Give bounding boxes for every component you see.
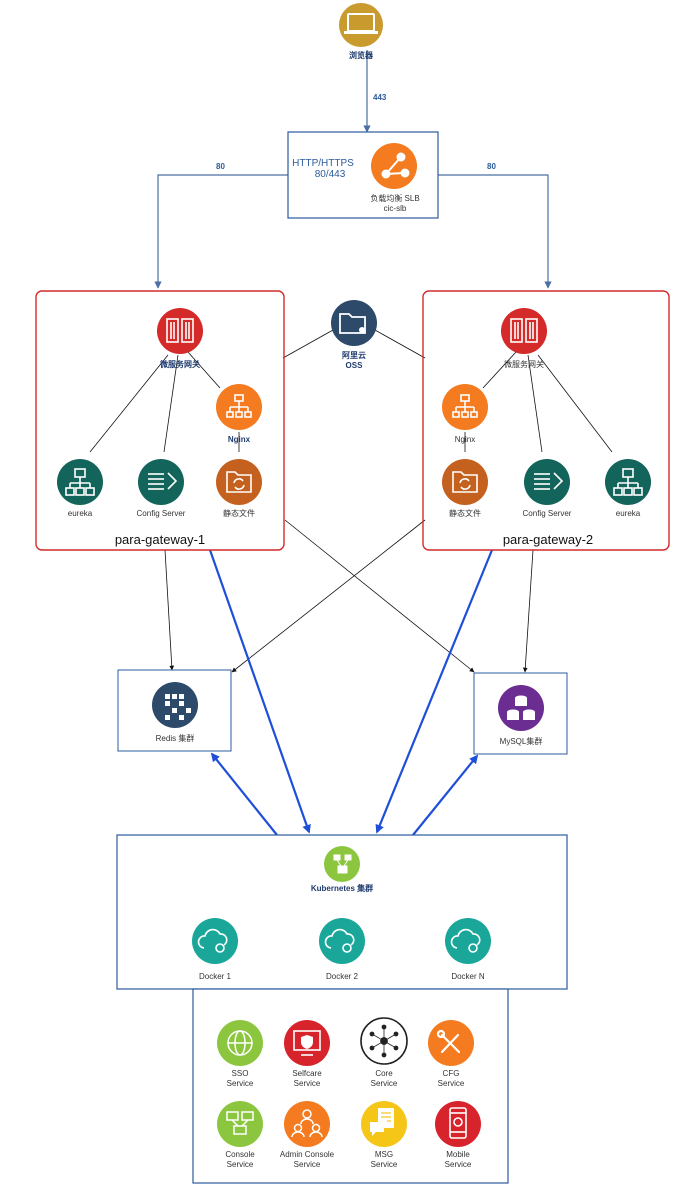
edge-gw2-mysql xyxy=(522,549,534,673)
docker-icon xyxy=(192,918,238,964)
mobile-icon xyxy=(435,1101,481,1147)
static-1-label: 静态文件 xyxy=(223,508,255,518)
redis-label: Redis 集群 xyxy=(156,733,195,743)
redis-node: Redis 集群 xyxy=(117,669,232,752)
slb-name: 负载均衡 SLB xyxy=(370,193,419,203)
database-icon xyxy=(498,685,544,731)
service-console-line2: Service xyxy=(227,1160,254,1169)
slb-ports: 80/443 xyxy=(315,169,346,180)
docker-n: Docker N xyxy=(445,918,491,981)
browser-icon xyxy=(339,3,383,47)
gateway-1-title: para-gateway-1 xyxy=(115,532,205,547)
docker-n-label: Docker N xyxy=(451,972,485,981)
edge-gw2-eureka xyxy=(537,354,613,453)
gateway-icon xyxy=(157,308,203,354)
slb-protocol: HTTP/HTTPS xyxy=(292,158,354,169)
service-sso-line2: Service xyxy=(227,1079,254,1088)
gateway-1-box xyxy=(35,290,285,551)
static-files-icon xyxy=(442,459,488,505)
edge-gw2-config xyxy=(527,354,543,453)
edge-gw2-redis xyxy=(231,519,426,673)
docker-2: Docker 2 xyxy=(319,918,365,981)
config-server-icon xyxy=(138,459,184,505)
kubernetes-group: Kubernetes 集群 Docker 1 Docker 2 Docker N xyxy=(116,834,568,990)
redis-icon xyxy=(152,682,198,728)
browser-node: 浏览器 xyxy=(339,3,383,60)
edge-slb-gateway1 xyxy=(154,174,288,289)
gateway-2-group: 微服务网关 Nginx 静态文件 Config Server xyxy=(422,290,670,551)
oss-label-1: 阿里云 xyxy=(342,351,366,360)
docker-icon xyxy=(319,918,365,964)
service-sso-line1: SSO xyxy=(232,1069,249,1078)
gateway-icon xyxy=(501,308,547,354)
gateway-2-box xyxy=(422,290,670,551)
edge-oss-gateway1 xyxy=(282,329,334,359)
gateway-2-title: para-gateway-2 xyxy=(503,532,593,547)
slb-id: cic-slb xyxy=(384,204,407,213)
gateway-1-label: 微服务网关 xyxy=(159,359,200,369)
static-2-label: 静态文件 xyxy=(449,508,481,518)
edge-gw1-redis xyxy=(164,549,175,671)
oss-node: 阿里云 OSS xyxy=(331,300,377,370)
port-label-80-right: 80 xyxy=(487,162,496,171)
mysql-node: MySQL集群 xyxy=(473,672,568,755)
edge-gw1-mysql xyxy=(284,519,475,673)
docker-1-label: Docker 1 xyxy=(199,972,232,981)
services-group: SSO Service Selfcare Service Core Servic… xyxy=(192,988,509,1184)
port-label-80-left: 80 xyxy=(216,162,225,171)
service-admin-line1: Admin Console xyxy=(280,1150,335,1159)
slb-node: HTTP/HTTPS 80/443 负载均衡 SLB cic-slb xyxy=(287,131,439,219)
service-msg-line1: MSG xyxy=(375,1150,393,1159)
service-mobile-line1: Mobile xyxy=(446,1150,470,1159)
kubernetes-icon xyxy=(324,846,360,882)
edge-gw2-k8s xyxy=(375,549,494,834)
gateway-2-label: 微服务网关 xyxy=(504,359,544,369)
edge-gw1-config xyxy=(163,354,179,453)
docker-icon xyxy=(445,918,491,964)
edge-k8s-redis xyxy=(210,752,278,836)
config-server-icon xyxy=(524,459,570,505)
service-core-line1: Core xyxy=(375,1069,393,1078)
service-selfcare-line1: Selfcare xyxy=(292,1069,322,1078)
service-console-line1: Console xyxy=(225,1150,255,1159)
eureka-2-label: eureka xyxy=(616,509,641,518)
edge-gw1-k8s xyxy=(208,549,311,834)
docker-1: Docker 1 xyxy=(192,918,238,981)
static-files-icon xyxy=(216,459,262,505)
service-cfg-line1: CFG xyxy=(443,1069,460,1078)
edge-slb-gateway2 xyxy=(437,174,552,289)
browser-label: 浏览器 xyxy=(349,50,374,60)
service-msg-line2: Service xyxy=(371,1160,398,1169)
config-2-label: Config Server xyxy=(523,509,572,518)
eureka-1-label: eureka xyxy=(68,509,93,518)
gateway-1-group: 微服务网关 Nginx eureka Config Server xyxy=(35,290,285,551)
service-cfg-line2: Service xyxy=(438,1079,465,1088)
cloud-storage-icon xyxy=(331,300,377,346)
users-icon xyxy=(284,1101,330,1147)
computers-icon xyxy=(217,1101,263,1147)
edge-oss-gateway2 xyxy=(374,329,426,359)
service-admin-line2: Service xyxy=(294,1160,321,1169)
service-selfcare-line2: Service xyxy=(294,1079,321,1088)
kubernetes-label: Kubernetes 集群 xyxy=(311,883,373,893)
mysql-label: MySQL集群 xyxy=(500,736,543,746)
nginx-1-label: Nginx xyxy=(228,435,251,444)
edge-gw2-nginx xyxy=(482,351,517,389)
edge-k8s-mysql xyxy=(412,754,479,836)
oss-label-2: OSS xyxy=(346,361,364,370)
nginx-2-label: Nginx xyxy=(455,435,475,444)
config-1-label: Config Server xyxy=(137,509,186,518)
service-core-line2: Service xyxy=(371,1079,398,1088)
edge-gw1-eureka xyxy=(89,354,169,453)
port-label-443: 443 xyxy=(373,93,387,102)
service-mobile-line2: Service xyxy=(445,1160,472,1169)
docker-2-label: Docker 2 xyxy=(326,972,359,981)
slb-box xyxy=(287,131,439,219)
edge-gw1-nginx xyxy=(187,351,221,389)
